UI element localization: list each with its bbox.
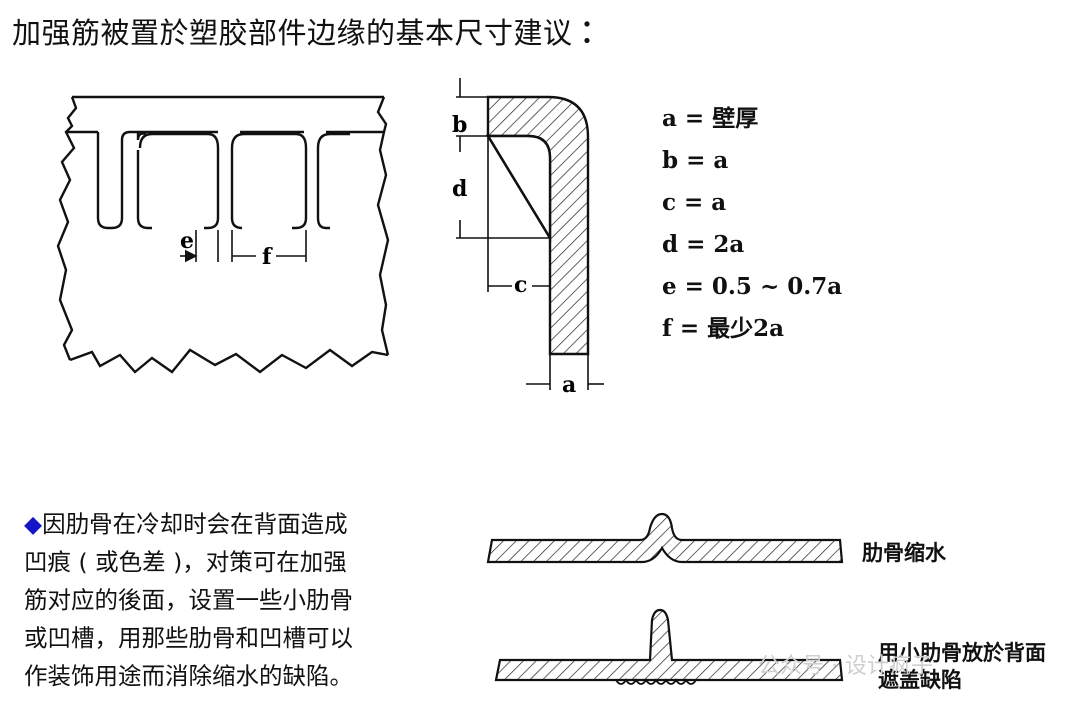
note-line: 筋对应的後面，设置一些小肋骨 [24,586,353,614]
legend-item: e = 0.5 ~ 0.7a [662,273,843,300]
dim-label-e: e [180,228,194,254]
cover-rib-label-line2: 遮盖缺陷 [878,668,962,692]
dim-label-c: c [514,272,527,298]
note-line: 凹痕 ( 或色差 )，对策可在加强 [24,548,347,576]
legend-item: f = 最少2a [662,315,785,342]
diamond-bullet-icon: ◆ [24,510,43,538]
dim-label-d: d [452,176,467,202]
legend-item: d = 2a [662,231,745,258]
title-text: 加强筋被置於塑胶部件边缘的基本尺寸建议 [12,16,573,50]
note-line: 或凹槽，用那些肋骨和凹槽可以 [24,624,353,652]
dim-label-f: f [262,244,273,270]
dim-label-a: a [562,372,576,398]
legend-item: a = 壁厚 [662,105,759,132]
legend-item: c = a [662,189,727,216]
watermark: 公众号 · 设计疯子 [758,654,933,679]
cover-rib-label: 用小肋骨放於背面 遮盖缺陷 [878,640,1046,694]
sink-mark-label: 肋骨缩水 [862,541,946,565]
legend-item: b = a [662,147,729,174]
note-line: 因肋骨在冷却时会在背面造成 [42,510,348,538]
title-colon: ： [578,12,614,52]
middle-section-diagram [485,95,590,356]
note-line: 作装饰用途而消除缩水的缺陷。 [24,662,353,690]
cover-rib-diagram [494,608,844,685]
page-title: 加强筋被置於塑胶部件边缘的基本尺寸建议： [12,4,613,53]
cover-rib-label-line1: 用小肋骨放於背面 [878,641,1046,665]
left-dimension-lines [180,230,307,263]
sink-mark-diagram [486,512,844,564]
middle-dimension-lines [456,78,604,390]
dim-label-b: b [452,112,467,138]
note-paragraph: ◆因肋骨在冷却时会在背面造成 凹痕 ( 或色差 )，对策可在加强 筋对应的後面，… [24,505,444,695]
dimension-legend: a = 壁厚 b = a c = a d = 2a e = 0.5 ~ 0.7a… [662,98,842,350]
left-rib-diagram [56,95,390,374]
